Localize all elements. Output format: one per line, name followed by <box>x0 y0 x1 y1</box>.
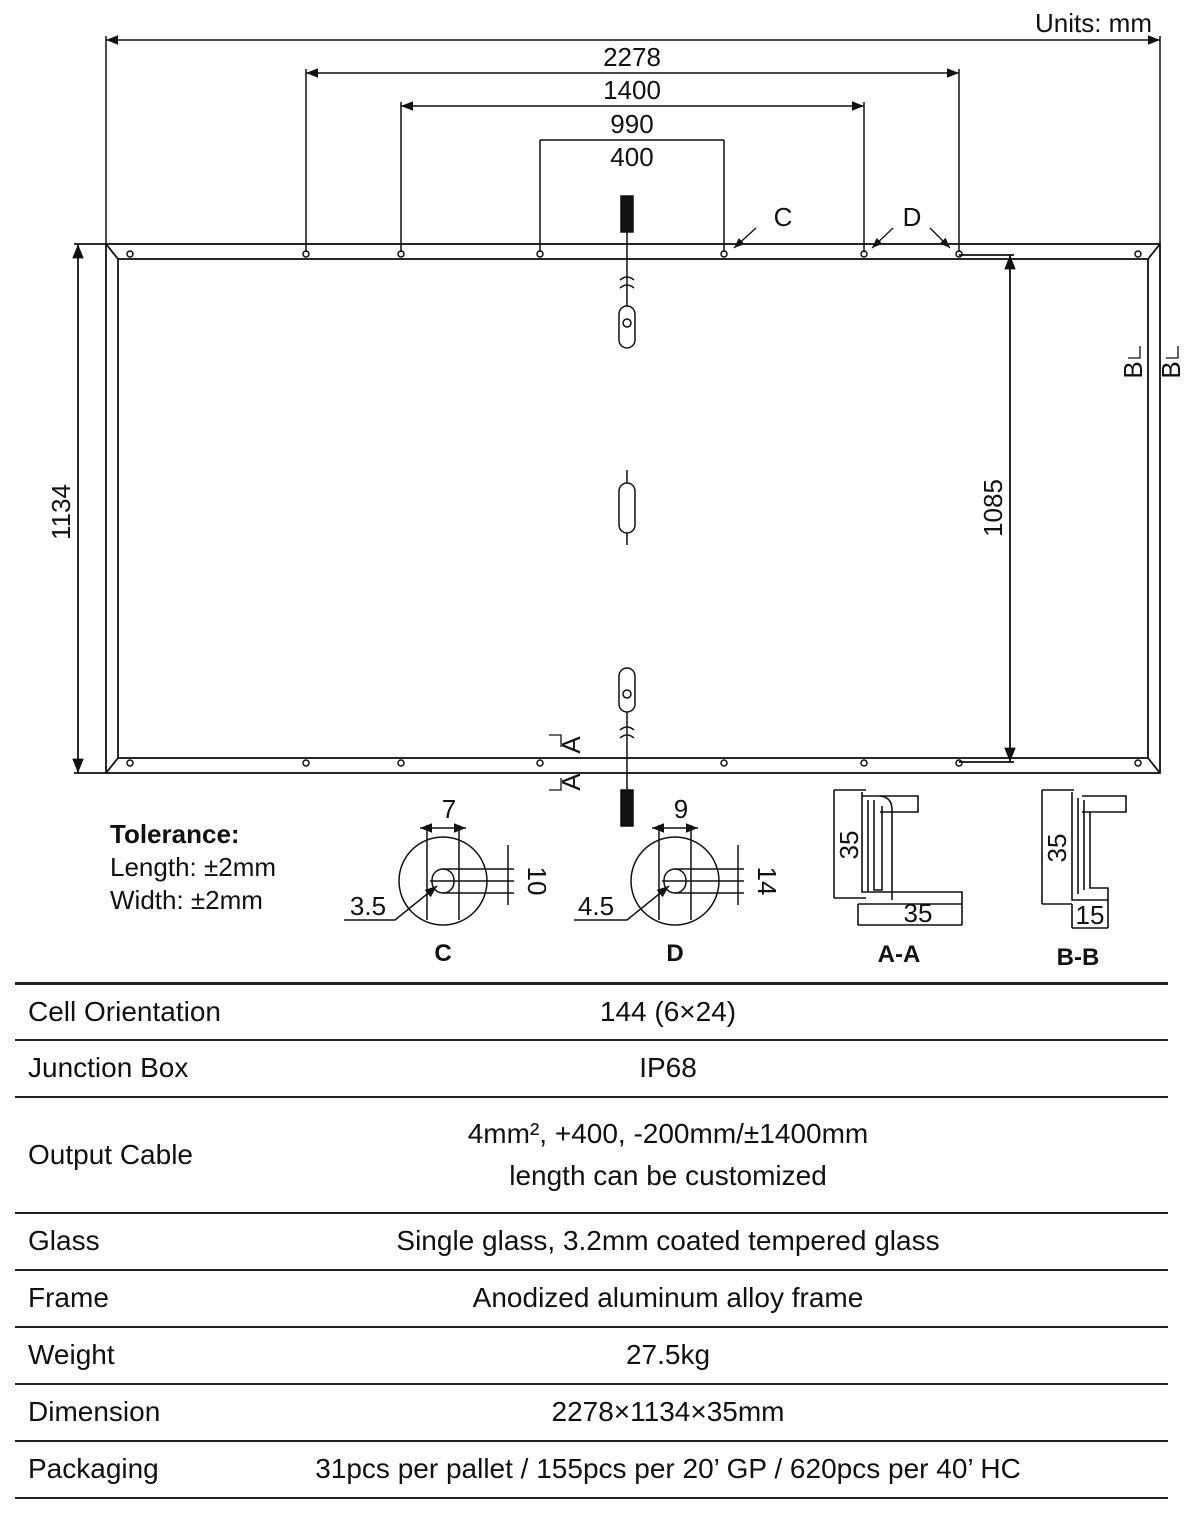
table-row: Packaging 31pcs per pallet / 155pcs per … <box>15 1440 1168 1499</box>
spec-value: 27.5kg <box>288 1326 1168 1385</box>
mounting-holes <box>126 250 1142 767</box>
spec-key: Output Cable <box>15 1096 288 1214</box>
dim-mount-width: 1085 <box>978 479 1008 537</box>
section-a-label-1: A <box>556 736 586 754</box>
section-b-label-1: B <box>1118 361 1148 378</box>
spec-key: Packaging <box>15 1440 288 1499</box>
detail-c-label: C <box>434 940 451 967</box>
section-bb-height: 35 <box>1042 834 1072 863</box>
table-row: Dimension 2278×1134×35mm <box>15 1383 1168 1442</box>
section-b-markers <box>1128 346 1179 359</box>
table-row: Junction Box IP68 <box>15 1039 1168 1098</box>
tolerance-block: Tolerance: Length: ±2mm Width: ±2mm <box>110 818 276 917</box>
detail-c-hole-height: 10 <box>522 867 552 896</box>
tolerance-title: Tolerance: <box>110 819 240 849</box>
detail-d-drawing <box>574 823 744 926</box>
dim-mount-span-990: 990 <box>610 109 653 139</box>
callout-c-label: C <box>774 202 793 232</box>
dim-mount-span-1400: 1400 <box>603 75 661 105</box>
spec-value: 2278×1134×35mm <box>288 1383 1168 1442</box>
table-row: Weight 27.5kg <box>15 1326 1168 1385</box>
section-bb-label: B-B <box>1057 944 1100 971</box>
units-label: Units: mm <box>1035 8 1152 38</box>
spec-key: Frame <box>15 1269 288 1328</box>
spec-value-multiline: 4mm², +400, -200mm/±1400mm length can be… <box>288 1096 1168 1214</box>
spec-value: Anodized aluminum alloy frame <box>288 1269 1168 1328</box>
table-row: Output Cable 4mm², +400, -200mm/±1400mm … <box>15 1096 1168 1214</box>
tolerance-length: Length: ±2mm <box>110 852 277 882</box>
spec-key: Weight <box>15 1326 288 1385</box>
table-row: Frame Anodized aluminum alloy frame <box>15 1269 1168 1328</box>
panel-frame <box>72 243 1161 774</box>
spec-value: 4mm², +400, -200mm/±1400mm <box>467 1117 869 1149</box>
panel-technical-drawing: Units: mm 2278 1400 990 400 1134 10 <box>46 8 1186 971</box>
detail-c-hole-dia: 3.5 <box>350 891 386 921</box>
section-aa-width: 35 <box>904 898 933 928</box>
table-row: Cell Orientation 144 (6×24) <box>15 982 1168 1041</box>
spec-table: Cell Orientation 144 (6×24) Junction Box… <box>15 982 1168 1499</box>
spec-value: IP68 <box>288 1039 1168 1098</box>
dim-overall-length: 2278 <box>603 42 661 72</box>
callout-leaders <box>733 227 951 249</box>
section-aa-label: A-A <box>878 941 921 968</box>
detail-d-label: D <box>666 940 683 967</box>
detail-d-hole-dia: 4.5 <box>578 891 614 921</box>
spec-value: Single glass, 3.2mm coated tempered glas… <box>288 1212 1168 1271</box>
spec-key: Glass <box>15 1212 288 1271</box>
spec-key: Junction Box <box>15 1039 288 1098</box>
section-aa-profile <box>833 789 963 926</box>
detail-c-hole-width: 7 <box>442 794 456 824</box>
section-b-label-2: B <box>1156 361 1186 378</box>
dim-overall-width: 1134 <box>46 484 76 540</box>
section-bb-width: 15 <box>1076 900 1105 930</box>
spec-value: 31pcs per pallet / 155pcs per 20’ GP / 6… <box>288 1440 1168 1499</box>
section-a-markers <box>549 734 562 791</box>
section-aa-height: 35 <box>834 831 864 860</box>
table-row: Glass Single glass, 3.2mm coated tempere… <box>15 1212 1168 1271</box>
callout-d-label: D <box>903 202 922 232</box>
spec-value: 144 (6×24) <box>288 982 1168 1041</box>
spec-value-line2: length can be customized <box>509 1159 827 1191</box>
section-a-label-2: A <box>556 773 586 791</box>
detail-d-hole-height: 14 <box>752 867 782 896</box>
junction-box-cables <box>618 195 636 827</box>
detail-c-drawing <box>344 823 514 926</box>
detail-d-hole-width: 9 <box>674 794 688 824</box>
section-bb-profile <box>1041 789 1127 929</box>
dim-mount-span-400: 400 <box>610 142 653 172</box>
spec-key: Cell Orientation <box>15 982 288 1041</box>
top-dimension-lines <box>105 35 1161 252</box>
tolerance-width: Width: ±2mm <box>110 885 263 915</box>
spec-key: Dimension <box>15 1383 288 1442</box>
